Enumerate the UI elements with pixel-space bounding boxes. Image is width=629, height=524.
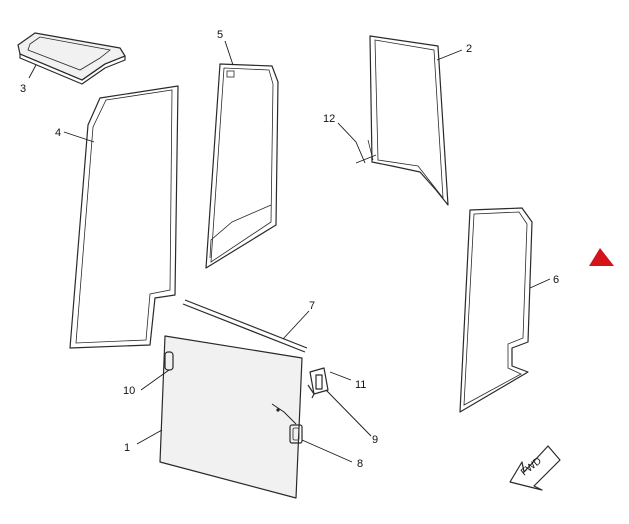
part-7-seal-strip (182, 299, 308, 353)
callout-4: 4 (55, 127, 61, 139)
callout-6: 6 (553, 274, 559, 286)
part-6-right-side-glass (459, 207, 533, 413)
part-4-left-side-glass (69, 85, 179, 349)
callout-12: 12 (323, 113, 335, 125)
part-8-latch (289, 424, 303, 444)
fwd-arrow-icon: FWD (509, 445, 561, 491)
leader-lines (28, 40, 551, 463)
callout-labels: 3 4 5 2 12 6 7 10 1 11 9 8 (20, 29, 559, 470)
part-9-11-hinge-assembly (307, 367, 329, 399)
callout-10: 10 (123, 385, 135, 397)
part-5-door-upper-glass (205, 63, 279, 269)
callout-2: 2 (466, 43, 472, 55)
callout-1: 1 (124, 442, 130, 454)
part-2-rear-curved-glass (367, 35, 449, 206)
callout-8: 8 (357, 458, 363, 470)
part-1-lower-door-panel (159, 335, 303, 499)
callout-11: 11 (355, 379, 366, 391)
callout-3: 3 (20, 83, 26, 95)
callout-5: 5 (217, 29, 223, 41)
fwd-label: FWD (519, 456, 544, 479)
panel-bolt (276, 408, 280, 412)
callout-7: 7 (309, 300, 315, 312)
red-triangle-pointer-icon[interactable] (589, 248, 614, 266)
callout-9: 9 (372, 434, 378, 446)
part-3-roof-glass (17, 32, 126, 85)
